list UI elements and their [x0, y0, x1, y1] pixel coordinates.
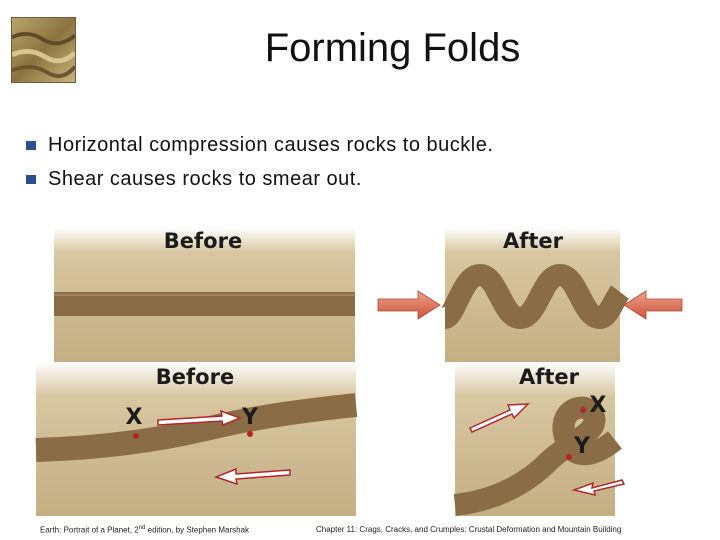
point-x-marker	[580, 407, 586, 413]
panel-label-after: After	[519, 365, 580, 389]
compression-arrow-right	[624, 291, 682, 319]
point-x-label: X	[126, 405, 143, 430]
point-y-marker	[247, 431, 253, 437]
point-y-label: Y	[241, 405, 259, 430]
footer-citation: Earth: Portrait of a Planet, 2nd edition…	[40, 525, 249, 535]
panel-compression-before: Before	[54, 228, 355, 362]
point-x-marker	[133, 433, 139, 439]
panel-label-before: Before	[164, 229, 242, 253]
compression-arrow-left	[378, 291, 440, 319]
footer-citation-text: edition, by Stephen Marshak	[145, 526, 249, 535]
point-y-marker	[566, 454, 572, 460]
footer-citation-text: Earth: Portrait of a Planet, 2	[40, 526, 139, 535]
panel-label-before: Before	[156, 365, 234, 389]
panel-label-after: After	[503, 229, 564, 253]
point-y-label: Y	[573, 434, 591, 459]
panel-shear-before: Before X Y	[36, 362, 356, 516]
panel-shear-after: After X Y	[455, 362, 624, 516]
footer-chapter: Chapter 11: Crags, Cracks, and Crumples:…	[316, 525, 621, 534]
panel-compression-after: After	[445, 228, 620, 362]
point-x-label: X	[590, 393, 607, 418]
